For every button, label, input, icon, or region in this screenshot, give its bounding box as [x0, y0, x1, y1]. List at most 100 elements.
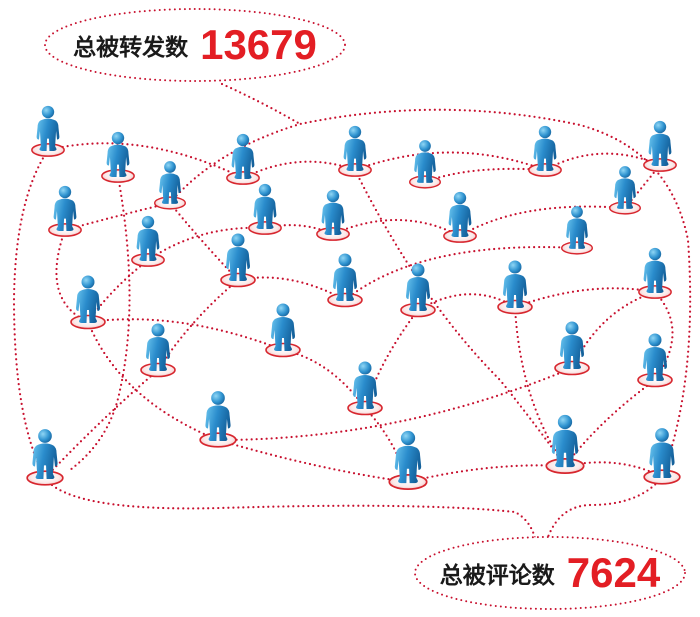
- person-figure: [408, 140, 442, 189]
- figure-base: [347, 400, 383, 416]
- figure-base: [643, 469, 681, 485]
- person-figure: [347, 361, 383, 416]
- person-figure: [497, 260, 533, 315]
- person-figure: [265, 303, 301, 358]
- person-figure: [443, 191, 477, 243]
- person-figure: [101, 131, 135, 183]
- connection-line: [570, 290, 657, 370]
- person-figure: [199, 391, 237, 448]
- person-figure: [153, 161, 187, 210]
- repost-label: 总被转发数: [73, 35, 189, 61]
- person-figure: [140, 323, 176, 378]
- connection-line: [12, 148, 50, 480]
- connection-line: [43, 368, 160, 480]
- repost-callout: 总被转发数 13679: [45, 9, 345, 81]
- person-figure: [226, 133, 260, 185]
- figure-base: [443, 229, 477, 243]
- connection-line: [423, 167, 547, 184]
- figure-base: [638, 285, 672, 299]
- figure-base: [643, 158, 677, 172]
- connection-line: [513, 287, 657, 309]
- connection-line: [168, 108, 692, 479]
- figure-base: [153, 196, 187, 210]
- connection-line: [43, 476, 537, 540]
- figure-base: [220, 272, 256, 288]
- figure-base: [265, 342, 301, 358]
- figure-base: [408, 175, 442, 189]
- connection-line: [241, 160, 357, 180]
- connection-line: [546, 475, 664, 539]
- figure-base: [26, 470, 64, 486]
- person-figure: [388, 430, 428, 491]
- figure-base: [637, 372, 673, 388]
- person-figure: [560, 206, 594, 255]
- connection-line: [281, 348, 367, 410]
- person-figure: [608, 166, 642, 215]
- connection-line: [263, 224, 335, 236]
- figure-base: [554, 360, 590, 376]
- connection-line: [220, 82, 302, 126]
- figure-base: [316, 227, 350, 241]
- figure-base: [248, 221, 282, 235]
- person-figure: [638, 247, 672, 299]
- person-figure: [26, 429, 64, 486]
- person-figure: [31, 105, 65, 157]
- figure-base: [608, 201, 642, 215]
- person-figure: [528, 125, 562, 177]
- comment-count: 7624: [566, 549, 661, 596]
- person-figure: [70, 275, 106, 330]
- connection-line: [563, 378, 657, 468]
- figure-base: [226, 171, 260, 185]
- figure-base: [560, 241, 594, 255]
- figure-base: [31, 143, 65, 157]
- person-figure: [545, 414, 585, 475]
- repost-callout-bubble: [44, 8, 346, 82]
- person-figure: [131, 215, 165, 267]
- person-figure: [220, 233, 256, 288]
- person-figure: [338, 125, 372, 177]
- figure-base: [545, 457, 585, 475]
- figure-base: [199, 432, 237, 448]
- comment-callout: 总被评论数 7624: [415, 537, 685, 609]
- figure-base: [388, 473, 428, 491]
- connection-line: [63, 201, 172, 232]
- connection-line: [406, 464, 567, 484]
- people-figures: [26, 105, 681, 491]
- figure-base: [528, 163, 562, 177]
- connection-line: [216, 438, 410, 484]
- figure-base: [338, 163, 372, 177]
- connection-line: [353, 168, 567, 468]
- person-figure: [316, 189, 350, 241]
- connection-line: [46, 142, 245, 180]
- person-figure: [327, 253, 363, 308]
- connection-line: [86, 320, 220, 442]
- person-figure: [643, 428, 681, 485]
- figure-base: [327, 292, 363, 308]
- connection-line: [86, 258, 150, 324]
- comment-label: 总被评论数: [439, 563, 555, 589]
- connection-line: [458, 205, 627, 238]
- figure-base: [48, 223, 82, 237]
- connection-line: [353, 151, 547, 172]
- figure-base: [131, 253, 165, 267]
- person-figure: [400, 263, 436, 318]
- figure-base: [497, 299, 533, 315]
- person-figure: [48, 185, 82, 237]
- connection-line: [68, 174, 131, 472]
- connection-line: [168, 201, 240, 282]
- connection-line: [331, 218, 462, 238]
- connection-line: [343, 245, 579, 302]
- person-figure: [248, 183, 282, 235]
- repost-count: 13679: [200, 21, 317, 68]
- connection-line: [543, 152, 662, 172]
- figure-base: [400, 302, 436, 318]
- comment-callout-bubble: [414, 536, 686, 610]
- connection-line: [156, 278, 240, 372]
- connection-line: [86, 318, 285, 352]
- figure-base: [140, 362, 176, 378]
- connection-line: [216, 366, 574, 442]
- person-figure: [643, 120, 677, 172]
- person-figure: [637, 333, 673, 388]
